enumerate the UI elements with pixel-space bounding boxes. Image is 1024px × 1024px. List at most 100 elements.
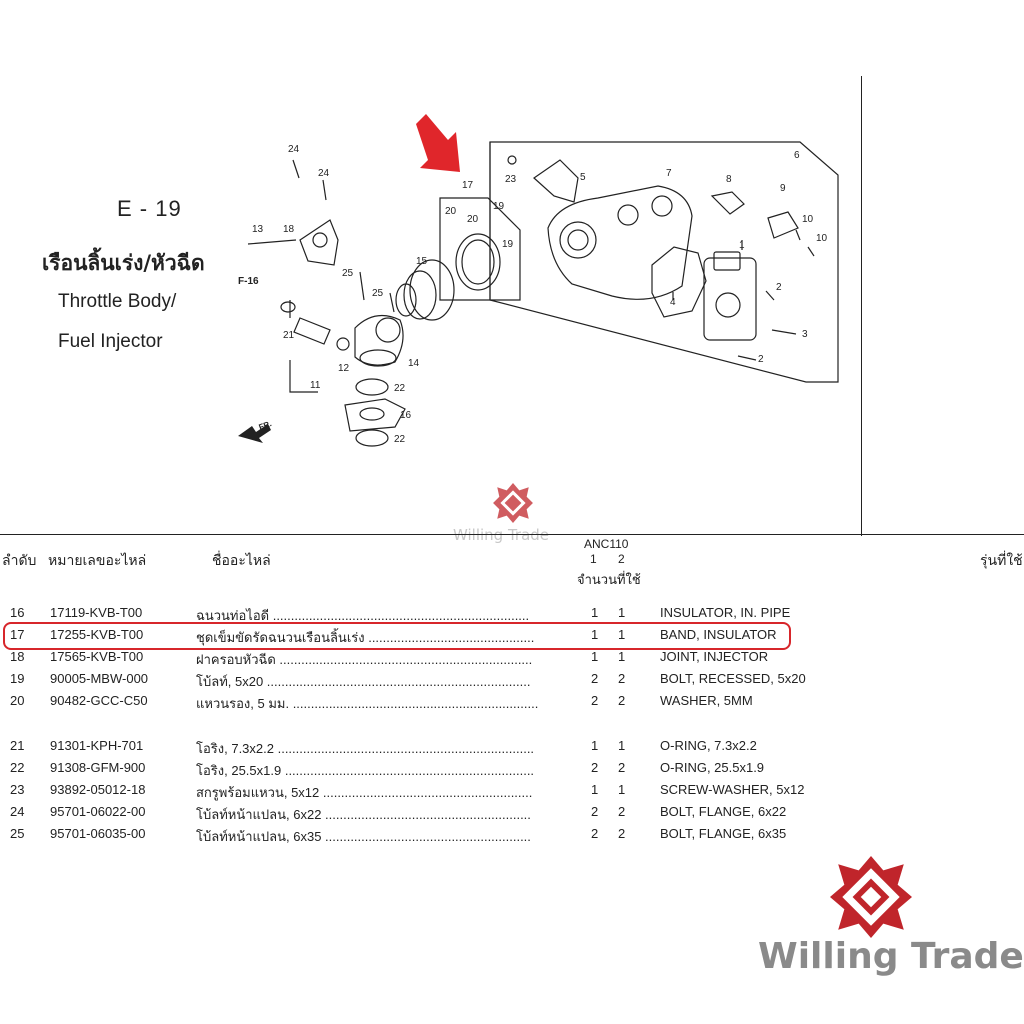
diagram-title-english-line2: Fuel Injector (58, 331, 163, 352)
part-name-english: O-RING, 25.5x1.9 (660, 760, 765, 775)
svg-text:3: 3 (802, 329, 808, 340)
part-name-thai: โบ้ลท์หน้าแปลน, 6x22 ...................… (196, 807, 531, 822)
svg-text:6: 6 (794, 150, 800, 161)
svg-text:14: 14 (408, 358, 420, 369)
svg-text:25: 25 (372, 288, 384, 299)
svg-text:5: 5 (580, 172, 586, 183)
qty-2: 2 (618, 671, 626, 686)
qty-col-1-header: 1 (590, 552, 597, 566)
part-name-thai: โอริง, 7.3x2.2 .........................… (196, 741, 535, 756)
qty-2: 2 (618, 826, 626, 841)
row-number: 25 (10, 826, 25, 841)
row-number: 16 (10, 605, 25, 620)
highlighted-row-outline (3, 622, 791, 650)
qty-2: 2 (618, 760, 626, 775)
row-number: 18 (10, 649, 25, 664)
diagram-title-english-line1: Throttle Body/ (58, 291, 177, 312)
part-number: 95701-06035-00 (50, 826, 146, 841)
table-top-divider (0, 534, 1024, 535)
svg-text:2: 2 (758, 354, 764, 365)
qty-2: 1 (618, 782, 626, 797)
qty-1: 1 (591, 605, 599, 620)
svg-text:23: 23 (505, 174, 517, 185)
qty-2: 1 (618, 627, 626, 642)
qty-1: 2 (591, 804, 599, 819)
part-name-english: BOLT, FLANGE, 6x35 (660, 826, 787, 841)
col-qty-header: จำนวนที่ใช้ (577, 573, 641, 588)
svg-text:19: 19 (493, 201, 505, 212)
part-number: 17565-KVB-T00 (50, 649, 144, 664)
table-row: 18 17565-KVB-T00 ฝาครอบหัวฉีด ............… (0, 649, 1024, 669)
qty-1: 2 (591, 693, 599, 708)
part-name-thai: โบ้ลท์, 5x20 ...........................… (196, 674, 531, 689)
svg-text:24: 24 (318, 168, 330, 179)
qty-2: 2 (618, 693, 626, 708)
svg-text:10: 10 (802, 214, 814, 225)
row-number: 19 (10, 671, 25, 686)
svg-text:20: 20 (467, 214, 479, 225)
part-name-english: BOLT, RECESSED, 5x20 (660, 671, 806, 686)
red-arrow-icon (416, 114, 460, 172)
page-divider-vertical (861, 76, 862, 536)
part-name-thai: โบ้ลท์หน้าแปลน, 6x35 ...................… (196, 829, 531, 844)
svg-text:17: 17 (462, 180, 474, 191)
svg-text:FR.: FR. (258, 419, 273, 432)
part-name-thai: สกรูพร้อมแหวน, 5x12 ....................… (196, 785, 533, 800)
svg-text:8: 8 (726, 174, 732, 185)
part-name-thai: ฝาครอบหัวฉีด ...........................… (196, 652, 533, 667)
svg-text:F-16: F-16 (238, 276, 259, 287)
svg-text:19: 19 (502, 239, 514, 250)
row-number: 23 (10, 782, 25, 797)
table-row: 16 17119-KVB-T00 ฉนวนท่อไอดี .............… (0, 605, 1024, 625)
part-number: 17255-KVB-T00 (50, 627, 144, 642)
svg-text:21: 21 (283, 330, 295, 341)
svg-text:18: 18 (283, 224, 295, 235)
svg-text:2: 2 (776, 282, 782, 293)
svg-text:22: 22 (394, 383, 406, 394)
part-number: 17119-KVB-T00 (50, 605, 143, 620)
part-number: 93892-05012-18 (50, 782, 146, 797)
qty-1: 1 (591, 649, 599, 664)
col-name-header: ชื่ออะไหล่ (212, 553, 271, 569)
part-name-english: JOINT, INJECTOR (660, 649, 769, 664)
svg-text:4: 4 (670, 297, 676, 308)
part-name-english: INSULATOR, IN. PIPE (660, 605, 791, 620)
part-number: 91301-KPH-701 (50, 738, 144, 753)
svg-text:16: 16 (400, 410, 412, 421)
col-no-header: ลำดับ (2, 553, 37, 569)
row-number: 24 (10, 804, 25, 819)
watermark-text: Willing Trade (453, 526, 550, 544)
part-name-thai: ชุดเข็มขัดรัดฉนวนเรือนลิ้นเร่ง .........… (196, 630, 535, 645)
qty-1: 1 (591, 782, 599, 797)
qty-1: 1 (591, 738, 599, 753)
part-number: 90482-GCC-C50 (50, 693, 148, 708)
qty-2: 1 (618, 649, 626, 664)
qty-1: 2 (591, 671, 599, 686)
part-number: 91308-GFM-900 (50, 760, 146, 775)
diagram-title-thai: เรือนลิ้นเร่ง/หัวฉีด (42, 251, 205, 275)
exploded-parts-diagram: 24 24 13 18 25 25 21 11 12 14 15 17 20 2… (238, 114, 839, 447)
model-header: ANC110 (584, 537, 629, 551)
qty-2: 2 (618, 804, 626, 819)
col-model-header: รุ่นที่ใช้ (980, 553, 1023, 569)
part-name-thai: โอริง, 25.5x1.9 ........................… (196, 763, 535, 778)
qty-1: 1 (591, 627, 599, 642)
svg-text:10: 10 (816, 233, 828, 244)
part-number: 95701-06022-00 (50, 804, 146, 819)
part-name-english: WASHER, 5MM (660, 693, 753, 708)
svg-text:22: 22 (394, 434, 406, 445)
svg-text:13: 13 (252, 224, 264, 235)
col-part-header: หมายเลขอะไหล่ (48, 553, 147, 569)
brand-logo-icon (830, 856, 912, 938)
table-row: 25 95701-06035-00 โบ้ลท์หน้าแปลน, 6x35 ...… (0, 826, 1024, 846)
part-name-english: BOLT, FLANGE, 6x22 (660, 804, 787, 819)
svg-text:11: 11 (310, 380, 321, 391)
qty-1: 2 (591, 826, 599, 841)
part-name-thai: ฉนวนท่อไอดี ............................… (196, 608, 530, 623)
svg-text:12: 12 (338, 363, 350, 374)
